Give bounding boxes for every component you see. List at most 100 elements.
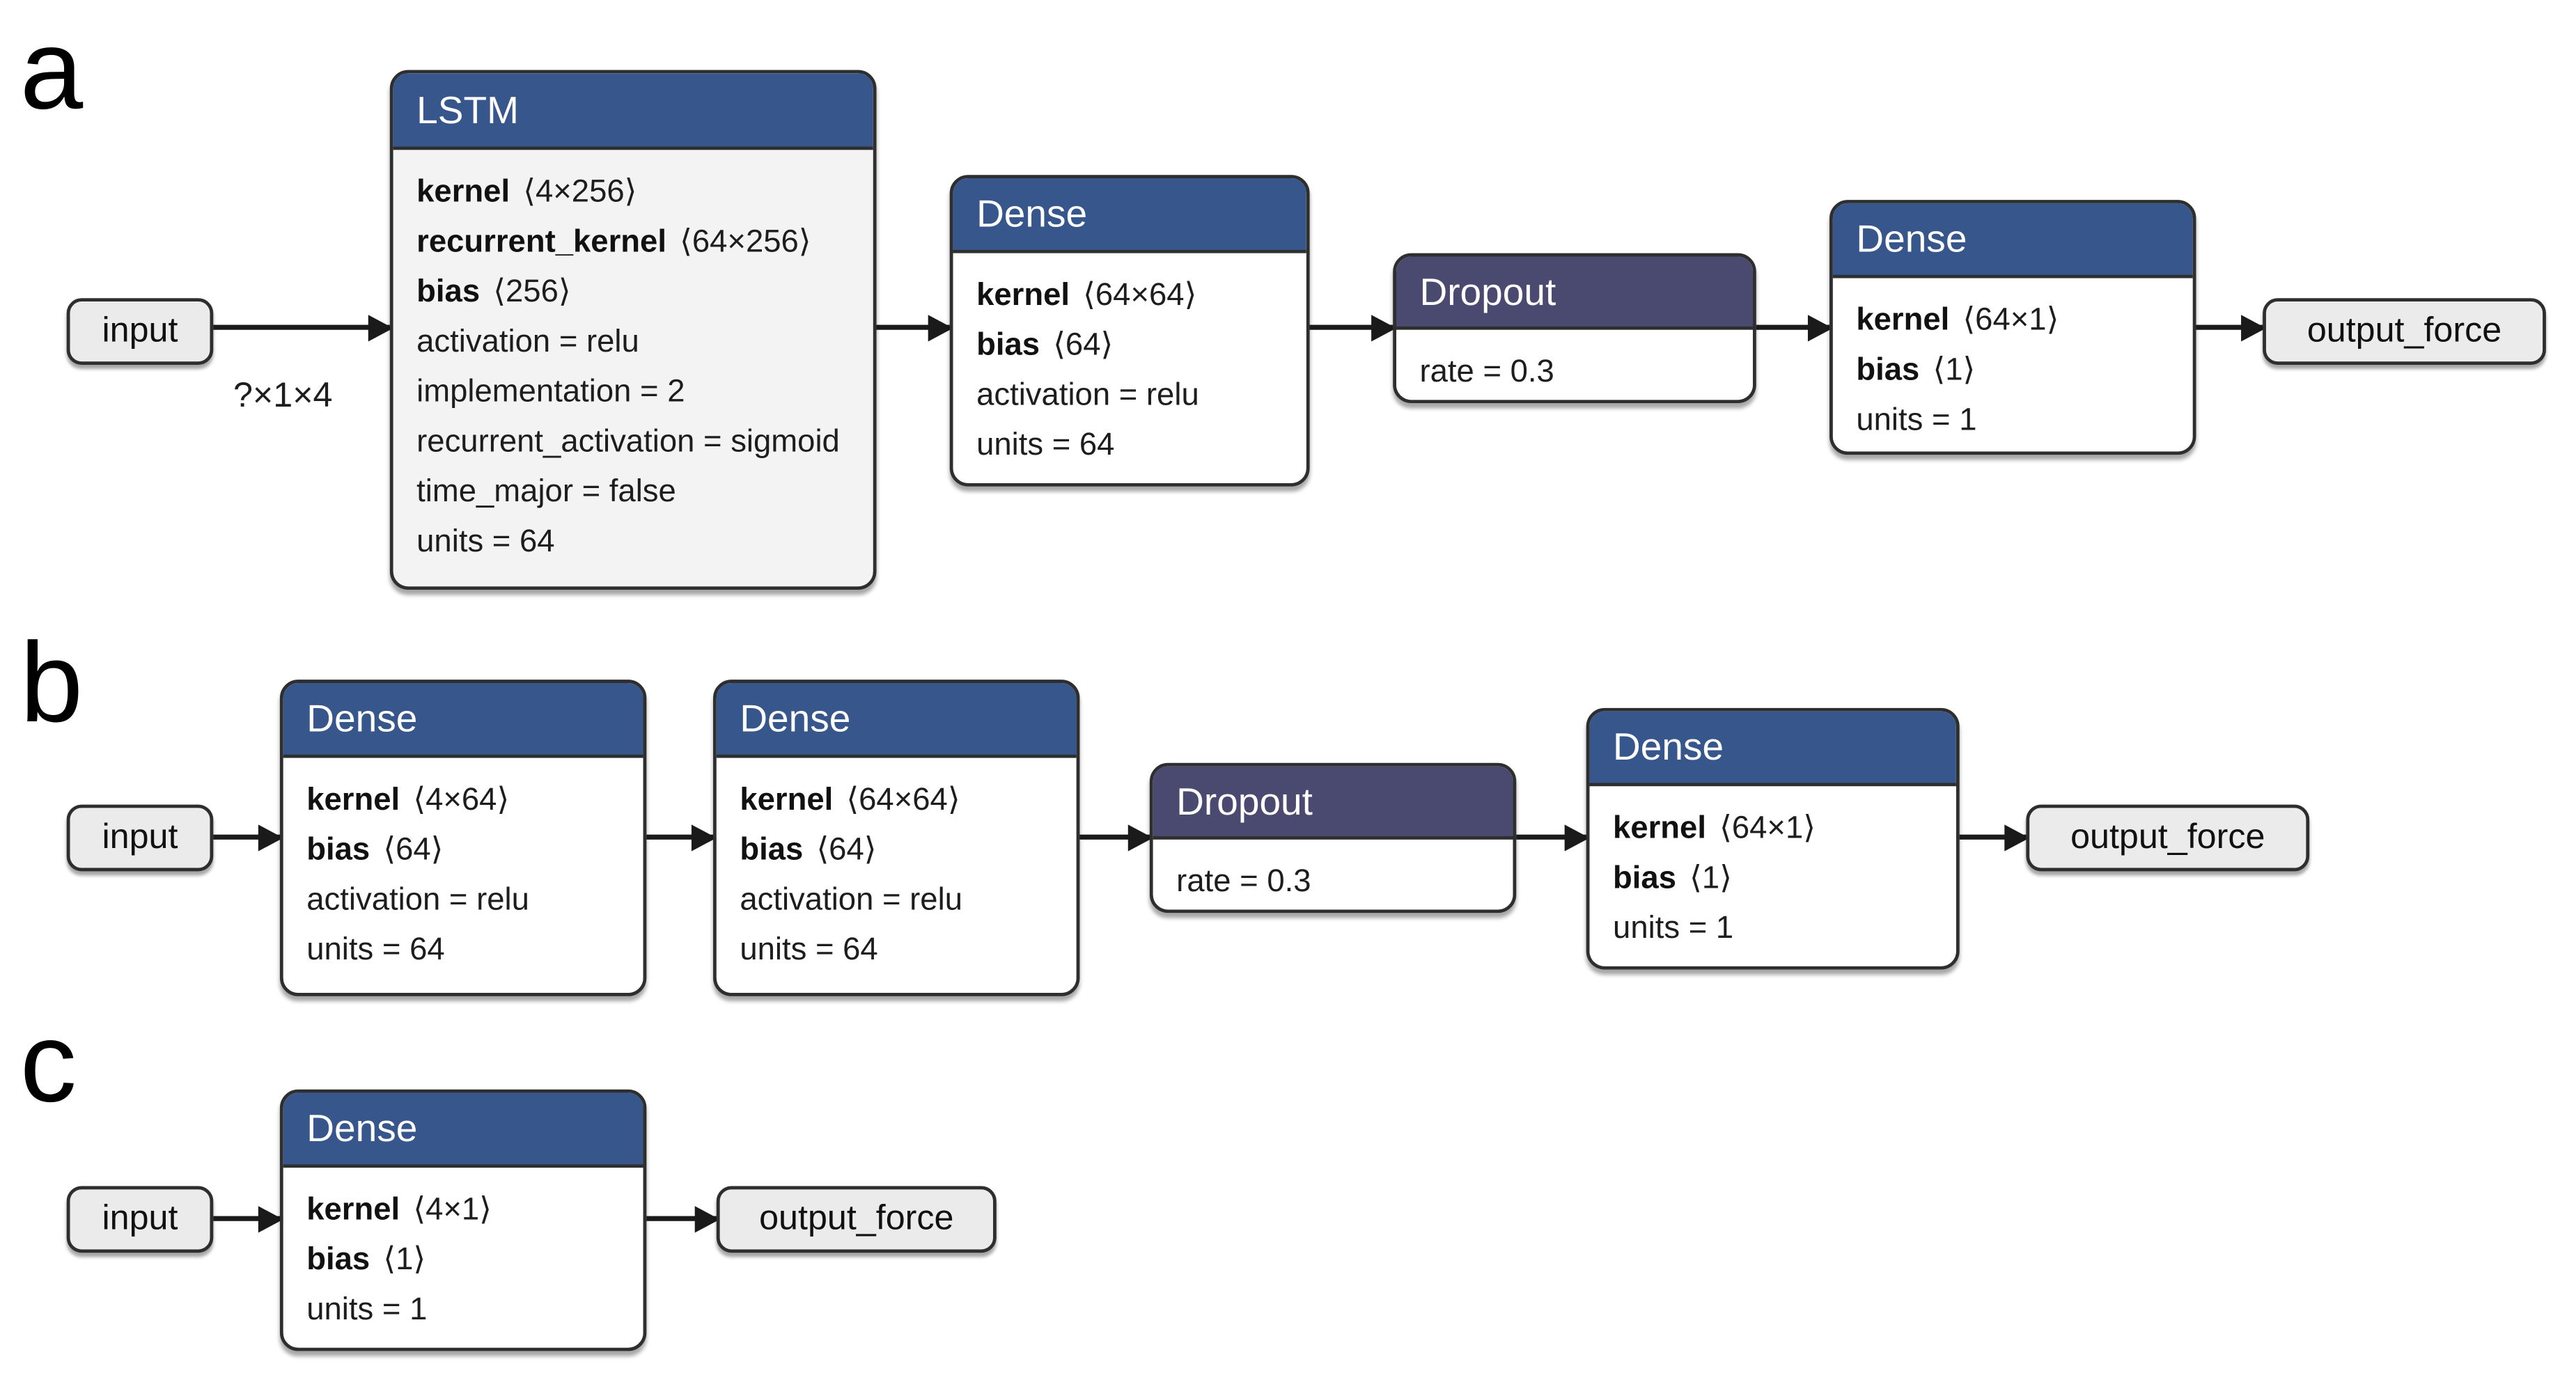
layer-body: kernel ⟨64×64⟩ bias⟨64⟩ activation = relu… [953, 253, 1306, 483]
param-line: bias⟨64⟩ [740, 826, 1066, 877]
param-value: ⟨1⟩ [383, 1242, 426, 1278]
arrow [1309, 314, 1396, 341]
param-value: ⟨1⟩ [1933, 353, 1976, 389]
arrow [213, 1205, 283, 1232]
input-node-label: input [102, 817, 178, 856]
param-line: kernel ⟨64×1⟩ [1856, 297, 2183, 347]
param-value: ⟨4×64⟩ [413, 783, 510, 818]
param-line: rate = 0.3 [1176, 858, 1503, 908]
input-node: input [66, 804, 214, 872]
param-value: units = 64 [306, 932, 445, 968]
arrow [1959, 824, 2030, 851]
param-value: ⟨64×1⟩ [1962, 303, 2059, 338]
layer-title: Dropout [1419, 269, 1556, 313]
param-value: ⟨64⟩ [383, 833, 444, 868]
arrow [876, 314, 953, 341]
param-line: bias⟨64⟩ [976, 322, 1296, 372]
param-name: bias [1613, 861, 1677, 897]
param-value: implementation = 2 [416, 375, 685, 410]
param-name: kernel [976, 278, 1070, 313]
layer-node-dense: Dense kernel ⟨64×64⟩ bias⟨64⟩ activation … [713, 680, 1080, 996]
param-line: kernel ⟨64×64⟩ [740, 776, 1066, 826]
layer-header: Dense [283, 682, 643, 758]
param-line: units = 64 [416, 518, 863, 568]
param-line: kernel⟨4×64⟩ [306, 776, 633, 826]
layer-node-dense: Dense kernel⟨64×1⟩ bias⟨1⟩ units = 1 [1586, 707, 1960, 970]
layer-title: Dense [306, 696, 418, 740]
param-value: ⟨64×1⟩ [1719, 811, 1816, 847]
layer-node-dense: Dense kernel ⟨4×1⟩ bias⟨1⟩ units = 1 [279, 1089, 647, 1351]
layer-title: Dense [1856, 217, 1967, 260]
output-node: output_force [2263, 298, 2546, 365]
layer-body: rate = 0.3 [1153, 839, 1513, 910]
output-node-label: output_force [2306, 311, 2502, 350]
arrow [1079, 824, 1153, 851]
param-value: units = 64 [976, 427, 1115, 464]
layer-header: Dropout [1153, 766, 1513, 840]
param-line: activation = relu [740, 877, 1066, 927]
layer-node-dense: Dense kernel⟨64×1⟩ bias⟨1⟩ units = 1 [1829, 200, 2196, 455]
param-line: activation = relu [976, 372, 1296, 422]
param-line: units = 64 [976, 421, 1296, 471]
layer-title: LSTM [416, 87, 519, 131]
param-line: bias⟨256⟩ [416, 268, 863, 318]
param-line: recurrent_activation = sigmoid [416, 418, 863, 469]
layer-node-dropout: Dropout rate = 0.3 [1149, 762, 1517, 913]
param-line: kernel ⟨64×64⟩ [976, 272, 1296, 322]
layer-body: kernel⟨4×256⟩ recurrent_kernel⟨64×256⟩ b… [393, 150, 873, 587]
arrow [1516, 824, 1590, 851]
param-line: bias⟨1⟩ [1856, 347, 2183, 397]
layer-header: Dense [283, 1092, 643, 1168]
layer-node-dense: Dense kernel ⟨64×64⟩ bias⟨64⟩ activation … [949, 175, 1310, 487]
param-value: rate = 0.3 [1419, 354, 1554, 390]
layer-body: kernel ⟨64×64⟩ bias⟨64⟩ activation = relu… [716, 758, 1077, 993]
arrow [1756, 314, 1833, 341]
arrow [646, 824, 717, 851]
input-node-label: input [102, 311, 178, 350]
layer-node-lstm: LSTM kernel⟨4×256⟩ recurrent_kernel⟨64×2… [389, 70, 877, 590]
param-value: activation = relu [416, 324, 639, 360]
param-value: units = 1 [1613, 911, 1734, 946]
param-name: bias [306, 833, 370, 868]
param-line: units = 64 [740, 926, 1066, 976]
layer-header: Dense [953, 178, 1306, 253]
param-line: bias⟨1⟩ [306, 1236, 633, 1286]
param-name: kernel [306, 1193, 400, 1228]
input-node: input [66, 298, 214, 365]
param-line: kernel⟨64×1⟩ [1613, 805, 1946, 855]
param-value: recurrent_activation = sigmoid [416, 425, 840, 460]
param-value: rate = 0.3 [1176, 864, 1311, 900]
param-value: ⟨64×64⟩ [846, 783, 960, 818]
param-line: kernel ⟨4×1⟩ [306, 1186, 633, 1237]
param-line: bias ⟨64⟩ [306, 826, 633, 877]
param-value: ⟨1⟩ [1689, 861, 1732, 897]
layer-title: Dense [306, 1106, 418, 1150]
layer-node-dropout: Dropout rate = 0.3 [1393, 253, 1756, 404]
layer-body: kernel ⟨4×1⟩ bias⟨1⟩ units = 1 [283, 1168, 643, 1348]
param-line: bias ⟨1⟩ [1613, 854, 1946, 904]
param-name: kernel [1856, 303, 1950, 338]
output-node-label: output_force [759, 1199, 954, 1238]
layer-header: Dense [716, 682, 1077, 758]
param-name: kernel [740, 783, 834, 818]
param-value: units = 64 [416, 524, 555, 560]
param-line: units = 1 [1613, 904, 1946, 955]
layer-title: Dropout [1176, 778, 1313, 822]
arrow [646, 1205, 720, 1232]
arrow [2196, 314, 2266, 341]
param-line: units = 1 [306, 1286, 633, 1336]
param-line: rate = 0.3 [1419, 348, 1742, 398]
arrow [213, 824, 283, 851]
input-node-label: input [102, 1199, 178, 1238]
param-name: bias [740, 833, 804, 868]
param-value: ⟨64×64⟩ [1083, 278, 1197, 313]
panel-b-label: b [19, 620, 84, 746]
layer-body: kernel⟨64×1⟩ bias ⟨1⟩ units = 1 [1589, 786, 1956, 966]
layer-body: kernel⟨4×64⟩ bias⟨64⟩ activation = relu … [283, 758, 643, 993]
param-line: activation = relu [416, 318, 863, 368]
param-value: ⟨4×1⟩ [413, 1193, 492, 1228]
panel-c-label: c [19, 999, 77, 1127]
layer-body: kernel⟨64×1⟩ bias⟨1⟩ units = 1 [1832, 278, 2193, 452]
param-value: units = 1 [306, 1292, 428, 1328]
layer-body: rate = 0.3 [1396, 329, 1754, 400]
